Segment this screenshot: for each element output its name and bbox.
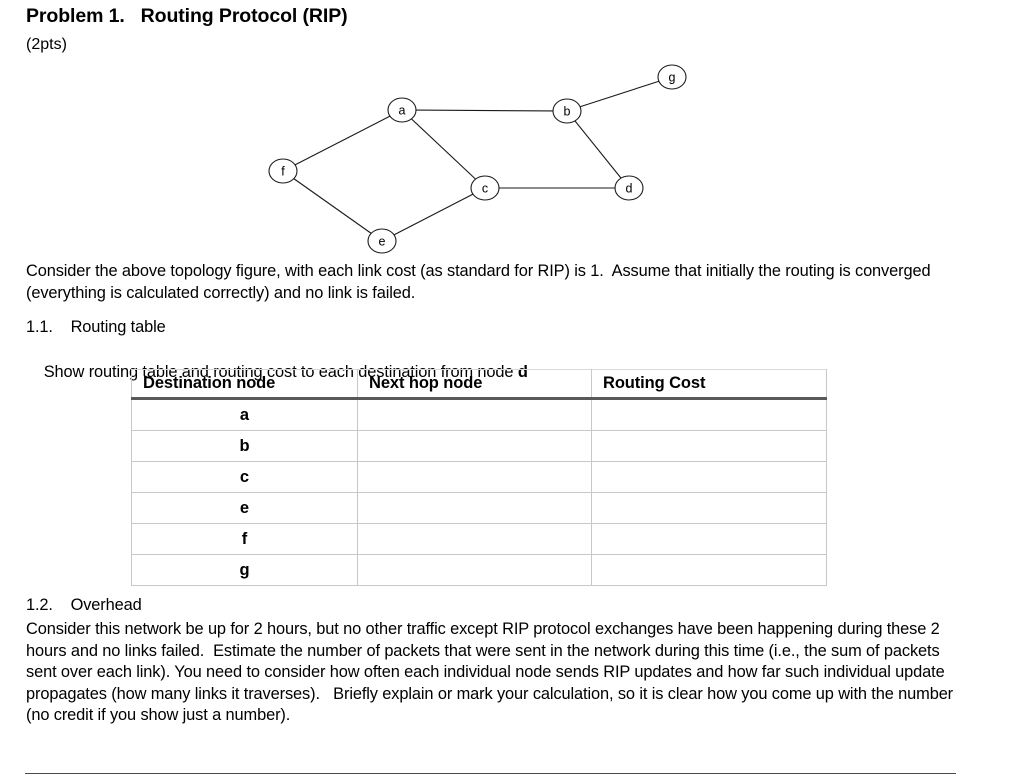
section-1-1-heading: 1.1. Routing table xyxy=(26,318,166,336)
topology-node-f: f xyxy=(268,158,298,184)
cell-destination-node: c xyxy=(131,461,358,493)
cell-next-hop-node[interactable] xyxy=(357,554,592,586)
cell-next-hop-node[interactable] xyxy=(357,523,592,555)
topology-node-circle xyxy=(657,64,687,90)
table-row: a xyxy=(131,398,827,431)
table-header-row: Destination node Next hop node Routing C… xyxy=(131,369,827,400)
topology-edge-group xyxy=(293,80,660,236)
topology-edge-b-g xyxy=(579,80,660,108)
column-header-destination: Destination node xyxy=(131,369,358,400)
intro-paragraph: Consider the above topology figure, with… xyxy=(26,262,935,302)
table-row: e xyxy=(131,492,827,524)
topology-edge-a-b xyxy=(415,109,554,112)
cell-routing-cost[interactable] xyxy=(591,492,827,524)
topology-node-group: a b g f c d e xyxy=(268,64,687,254)
cell-destination-node: f xyxy=(131,523,358,555)
topology-node-circle xyxy=(614,175,644,201)
topology-node-label: e xyxy=(379,235,386,249)
topology-node-label: b xyxy=(564,105,571,119)
page-title: Problem 1. Routing Protocol (RIP) xyxy=(26,5,348,27)
cell-routing-cost[interactable] xyxy=(591,430,827,462)
topology-node-label: g xyxy=(669,71,676,85)
section-1-2-paragraph: Consider this network be up for 2 hours,… xyxy=(26,620,958,724)
cell-next-hop-node[interactable] xyxy=(357,492,592,524)
problem-points-label: (2pts) xyxy=(26,36,67,53)
cell-next-hop-node[interactable] xyxy=(357,398,592,431)
topology-svg: a b g f c d e xyxy=(268,64,687,254)
topology-node-circle xyxy=(387,97,417,123)
topology-node-circle xyxy=(367,228,397,254)
cell-destination-node: b xyxy=(131,430,358,462)
topology-edge-b-d xyxy=(574,120,622,179)
topology-edge-e-f xyxy=(293,178,372,234)
topology-node-a: a xyxy=(387,97,417,123)
topology-edge-a-f xyxy=(294,115,391,166)
section-1-2-heading: 1.2. Overhead xyxy=(26,596,142,614)
topology-node-b: b xyxy=(552,98,582,124)
column-header-cost: Routing Cost xyxy=(591,369,827,400)
topology-node-circle xyxy=(268,158,298,184)
topology-node-label: f xyxy=(281,165,285,179)
network-topology-figure: a b g f c d e xyxy=(0,55,1024,260)
topology-node-g: g xyxy=(657,64,687,90)
topology-node-label: c xyxy=(482,182,488,196)
cell-destination-node: a xyxy=(131,398,358,431)
topology-node-e: e xyxy=(367,228,397,254)
table-row: f xyxy=(131,523,827,555)
cell-routing-cost[interactable] xyxy=(591,523,827,555)
topology-edge-a-c xyxy=(411,118,476,180)
cell-destination-node: e xyxy=(131,492,358,524)
topology-node-d: d xyxy=(614,175,644,201)
topology-edge-c-e xyxy=(393,193,474,236)
cell-destination-node: g xyxy=(131,554,358,586)
cell-routing-cost[interactable] xyxy=(591,554,827,586)
topology-node-c: c xyxy=(470,175,500,201)
topology-node-label: d xyxy=(626,182,633,196)
page-footer-rule xyxy=(25,773,956,774)
topology-node-circle xyxy=(470,175,500,201)
topology-node-label: a xyxy=(399,104,406,118)
column-header-next-hop: Next hop node xyxy=(357,369,592,400)
cell-next-hop-node[interactable] xyxy=(357,430,592,462)
cell-next-hop-node[interactable] xyxy=(357,461,592,493)
table-row: c xyxy=(131,461,827,493)
table-row: b xyxy=(131,430,827,462)
routing-table: Destination node Next hop node Routing C… xyxy=(131,369,827,586)
cell-routing-cost[interactable] xyxy=(591,461,827,493)
cell-routing-cost[interactable] xyxy=(591,398,827,431)
table-row: g xyxy=(131,554,827,586)
topology-node-circle xyxy=(552,98,582,124)
